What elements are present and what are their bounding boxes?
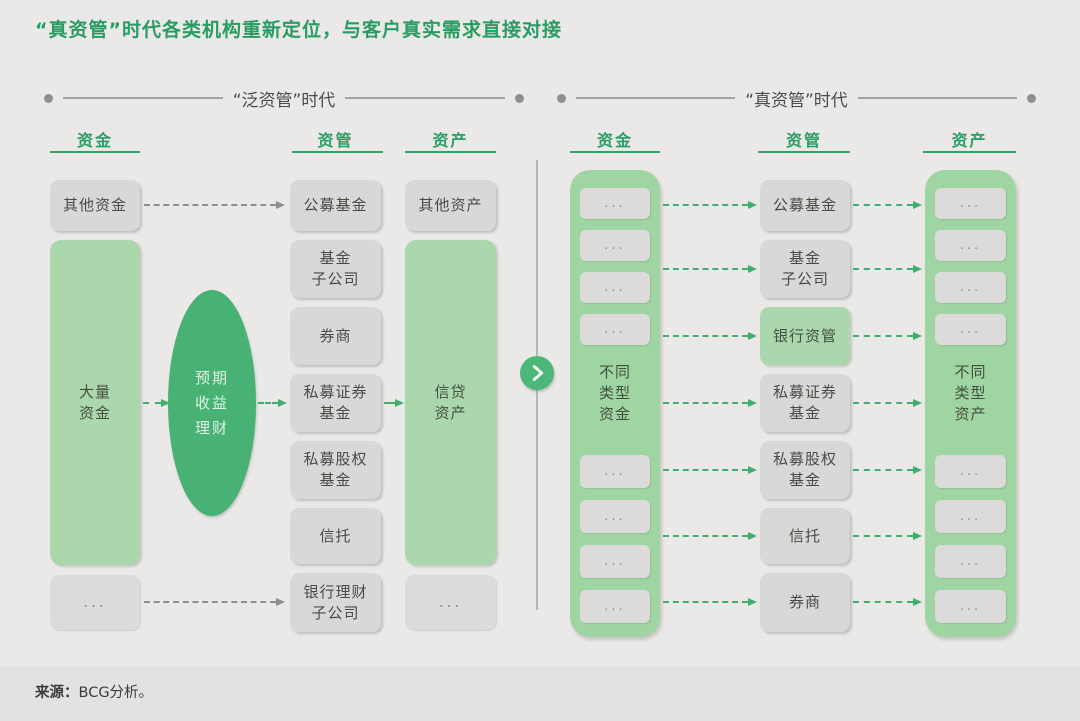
header-underline <box>50 151 140 153</box>
private-equity-fund-box: 私募股权 基金 <box>760 441 850 499</box>
header-underline <box>570 151 660 153</box>
flow-arrow <box>853 399 922 407</box>
asset-type-slot: ... <box>935 314 1006 345</box>
bracket-endpoint-icon <box>44 93 53 103</box>
era-bracket-right: “真资管”时代 <box>557 89 1036 111</box>
asset-type-slot: ... <box>935 272 1006 303</box>
bracket-endpoint-icon <box>1027 93 1036 103</box>
bracket-line <box>63 97 223 99</box>
asset-type-slot: ... <box>935 590 1006 623</box>
bank-wm-subsidiary-box: 银行理财 子公司 <box>290 573 381 632</box>
asset-type-slot: ... <box>935 188 1006 219</box>
massive-funds-box: 大量 资金 <box>50 240 140 565</box>
column-header-assets-right: 资产 <box>951 131 988 150</box>
asset-type-slot: ... <box>935 455 1006 488</box>
flow-arrow <box>853 466 922 474</box>
flow-arrow <box>853 532 922 540</box>
fund-type-slot: ... <box>580 272 650 303</box>
column-header-assets-left: 资产 <box>432 131 469 150</box>
public-fund-box: 公募基金 <box>760 180 850 231</box>
header-underline <box>292 151 383 153</box>
bracket-endpoint-icon <box>557 93 566 103</box>
column-header-funds-left: 资金 <box>76 131 113 150</box>
diverse-assets-label: 不同 类型 资产 <box>954 362 987 423</box>
ellipsis-box: ... <box>405 575 496 630</box>
bracket-line <box>576 97 736 99</box>
other-funds-box: 其他资金 <box>50 180 140 231</box>
flow-arrow <box>663 332 757 340</box>
ellipsis-box: ... <box>50 575 140 630</box>
fund-type-slot: ... <box>580 230 650 261</box>
era-label-right: “真资管”时代 <box>745 90 848 111</box>
flow-arrow <box>663 201 757 209</box>
flow-arrow <box>853 598 922 606</box>
flow-arrow <box>663 265 757 273</box>
column-header-funds-right: 资金 <box>596 131 633 150</box>
bracket-line <box>345 97 505 99</box>
asset-type-slot: ... <box>935 230 1006 261</box>
header-underline <box>923 151 1016 153</box>
fund-type-slot: ... <box>580 314 650 345</box>
expected-return-wm-ellipse: 预期 收益 理财 <box>168 290 256 516</box>
flow-arrow <box>384 399 404 407</box>
trust-box: 信托 <box>760 508 850 564</box>
source-note: 来源：BCG分析。 <box>35 681 153 702</box>
bracket-endpoint-icon <box>515 93 524 103</box>
flow-arrow <box>258 399 287 407</box>
flow-arrow <box>663 399 757 407</box>
broker-box: 券商 <box>290 307 381 365</box>
fund-subsidiary-box: 基金 子公司 <box>290 240 381 298</box>
fund-type-slot: ... <box>580 590 650 623</box>
chevron-right-icon <box>532 365 544 381</box>
private-securities-fund-box: 私募证券 基金 <box>290 374 381 432</box>
trust-box: 信托 <box>290 508 381 564</box>
fund-type-slot: ... <box>580 500 650 533</box>
era-bracket-left: “泛资管”时代 <box>44 89 524 111</box>
flow-arrow <box>853 332 922 340</box>
asset-type-slot: ... <box>935 500 1006 533</box>
transition-circle <box>520 356 554 390</box>
broker-box: 券商 <box>760 573 850 632</box>
diverse-funds-label: 不同 类型 资金 <box>598 362 631 423</box>
flow-arrow <box>853 265 922 273</box>
flow-arrow <box>663 466 757 474</box>
column-header-managers-left: 资管 <box>317 131 354 150</box>
private-equity-fund-box: 私募股权 基金 <box>290 441 381 499</box>
private-securities-fund-box: 私募证券 基金 <box>760 374 850 432</box>
footer-band <box>0 667 1080 721</box>
source-text: BCG分析。 <box>78 685 154 701</box>
other-assets-box: 其他资产 <box>405 180 496 231</box>
flow-arrow <box>853 201 922 209</box>
column-header-managers-right: 资管 <box>785 131 822 150</box>
header-underline <box>758 151 850 153</box>
asset-type-slot: ... <box>935 545 1006 578</box>
flow-arrow <box>663 598 757 606</box>
fund-type-slot: ... <box>580 188 650 219</box>
bank-asset-management-box: 银行资管 <box>760 307 850 365</box>
source-label: 来源： <box>35 685 79 701</box>
era-label-left: “泛资管”时代 <box>232 90 336 111</box>
flow-arrow <box>143 399 170 407</box>
bracket-line <box>857 97 1017 99</box>
flow-arrow <box>144 201 285 209</box>
public-fund-box: 公募基金 <box>290 180 381 231</box>
credit-assets-box: 信贷 资产 <box>405 240 496 565</box>
flow-arrow <box>144 598 285 606</box>
header-underline <box>405 151 496 153</box>
page-title: “真资管”时代各类机构重新定位，与客户真实需求直接对接 <box>35 19 562 41</box>
fund-type-slot: ... <box>580 455 650 488</box>
fund-type-slot: ... <box>580 545 650 578</box>
fund-subsidiary-box: 基金 子公司 <box>760 240 850 298</box>
flow-arrow <box>663 532 757 540</box>
